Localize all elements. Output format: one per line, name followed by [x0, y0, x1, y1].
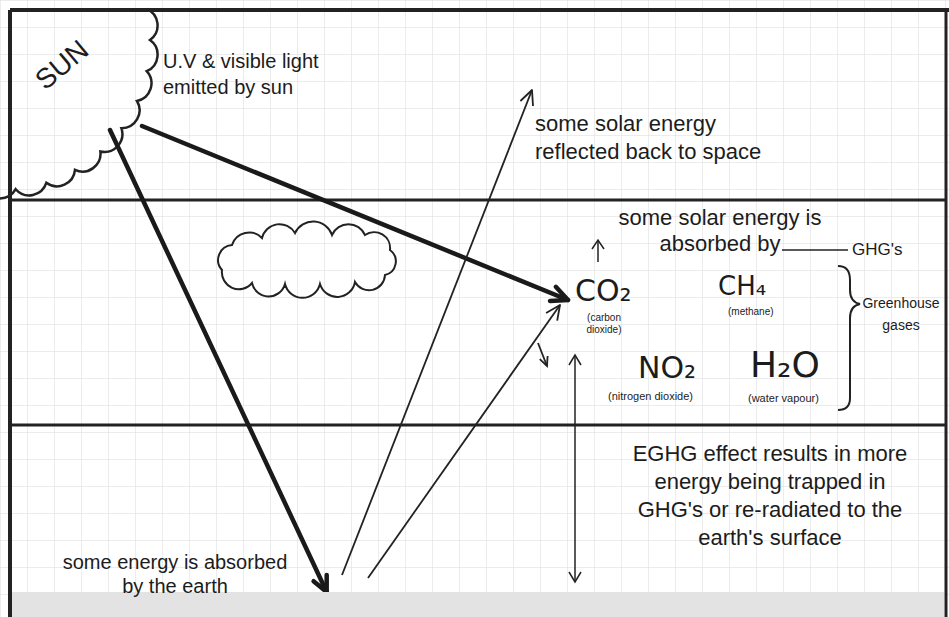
absorption-note: some solar energy is absorbed by — [615, 205, 825, 257]
space-atmosphere-divider — [10, 199, 946, 202]
small-up-arrow — [597, 240, 599, 262]
curly-bracket — [838, 266, 860, 410]
leader-line — [782, 249, 848, 251]
arrow-head — [550, 287, 568, 301]
bracket-label: Greenhouse gases — [860, 292, 942, 336]
gas-formula: CH₄ — [718, 270, 808, 302]
gas-name: (water vapour) — [748, 392, 838, 405]
arrow-head — [540, 356, 548, 366]
sun-emission-note: U.V & visible light emitted by sun — [163, 48, 363, 100]
enhanced-effect-note: EGHG effect results in more energy being… — [620, 440, 920, 552]
arrow-head — [520, 90, 533, 106]
gas-formula: CO₂ — [575, 274, 665, 308]
gas-name: (nitrogen dioxide) — [608, 390, 728, 403]
re-radiation-arrow — [574, 355, 576, 582]
sun-node: SUN — [10, 10, 118, 130]
arrow-head — [569, 355, 581, 365]
reflected-ray — [342, 90, 532, 575]
small-down-arrow — [538, 343, 547, 366]
gas-formula: H₂O — [750, 343, 840, 387]
arrow-head — [569, 572, 581, 582]
ghg-label: GHG's — [852, 240, 932, 260]
atmosphere-ground-divider — [10, 424, 946, 427]
arrow-head — [592, 240, 604, 249]
sun-outline — [0, 9, 158, 199]
arrow-head — [314, 575, 327, 592]
arrow-head — [546, 305, 560, 321]
earth-label: some energy is absorbed by the earth — [60, 550, 290, 598]
solar-ray-to-ghg — [142, 126, 568, 300]
reflection-note: some solar energy reflected back to spac… — [535, 110, 785, 166]
connector-line — [110, 130, 327, 592]
sun-label: SUN — [14, 21, 109, 109]
earth-ground-band: some energy is absorbed by the earth — [12, 592, 944, 617]
frame-left — [8, 10, 12, 617]
frame-right — [945, 10, 948, 617]
radiated-ray-to-ghg — [368, 305, 560, 578]
cloud — [218, 222, 396, 298]
gas-formula: NO₂ — [638, 350, 728, 386]
solar-ray-arrow — [110, 130, 327, 592]
gas-name: (carbon dioxide) — [578, 312, 630, 336]
gas-name: (methane) — [728, 306, 798, 318]
